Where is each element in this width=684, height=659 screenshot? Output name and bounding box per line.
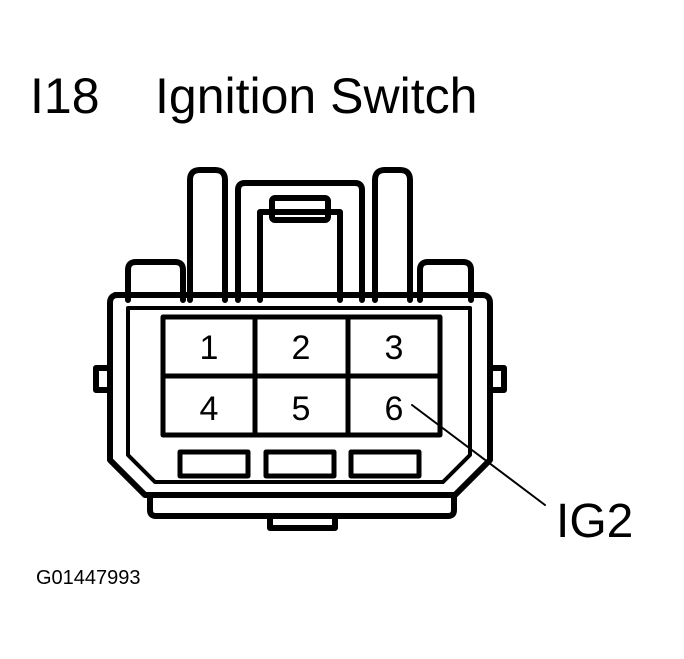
left-shoulder bbox=[125, 259, 186, 303]
top-tab-key bbox=[269, 195, 331, 223]
left-latch bbox=[187, 167, 228, 303]
connector-name: Ignition Switch bbox=[155, 68, 478, 124]
pin-6-label: 6 bbox=[385, 390, 404, 428]
lower-slot-2 bbox=[263, 449, 337, 479]
bottom-ledge bbox=[147, 492, 457, 519]
top-tab bbox=[235, 180, 365, 303]
left-nub bbox=[93, 365, 113, 393]
lower-slot-1 bbox=[177, 449, 251, 479]
top-tab-inner bbox=[257, 209, 343, 303]
pin-2-label: 2 bbox=[292, 329, 311, 367]
callout-leader-line bbox=[411, 404, 546, 506]
bottom-key bbox=[267, 513, 338, 531]
pin-4-label: 4 bbox=[200, 390, 219, 428]
right-latch bbox=[372, 167, 413, 303]
figure-id: G01447993 bbox=[36, 567, 141, 589]
right-shoulder bbox=[417, 259, 474, 303]
connector-code: I18 bbox=[30, 68, 100, 124]
lower-slot-3 bbox=[348, 449, 422, 479]
pin-1-label: 1 bbox=[200, 329, 219, 367]
pin-5-label: 5 bbox=[292, 390, 311, 428]
connector-housing-inner bbox=[126, 306, 472, 484]
pin-3-label: 3 bbox=[385, 329, 404, 367]
right-nub bbox=[487, 365, 507, 393]
ig2-signal-label: IG2 bbox=[556, 495, 634, 548]
connector-housing bbox=[107, 292, 493, 498]
